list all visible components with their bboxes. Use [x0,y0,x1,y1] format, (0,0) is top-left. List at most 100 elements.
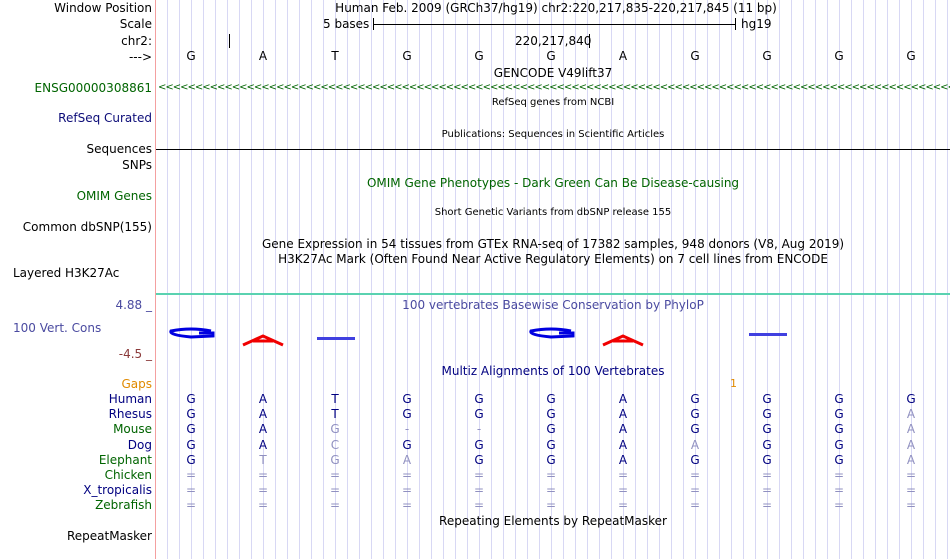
alignment-base: = [401,483,413,498]
alignment-base: = [329,468,341,482]
alignment-base: G [762,392,772,406]
alignment-base: = [257,468,269,482]
reference-base: G [834,49,844,63]
dbsnp-title: Short Genetic Variants from dbSNP releas… [434,207,672,218]
alignment-base: A [618,452,628,467]
logo-letter-G [169,327,215,339]
species-label[interactable]: Chicken [104,468,152,482]
alignment-base: = [617,468,629,482]
species-label[interactable]: Mouse [113,422,152,437]
logo-letter-A [602,334,644,347]
logo-letter-G [529,327,575,339]
alignment-base: = [257,498,269,513]
label-refseq[interactable]: RefSeq Curated [58,111,152,125]
label-omim[interactable]: OMIM Genes [76,189,152,203]
alignment-base: G [474,452,484,467]
alignment-base: A [618,407,628,422]
alignment-base: = [761,483,773,498]
alignment-base: A [258,392,268,406]
alignment-base: G [546,452,556,467]
alignment-base: G [186,437,196,452]
alignment-base: G [402,437,412,452]
alignment-base: = [905,498,917,513]
h3k27ac-title: H3K27Ac Mark (Often Found Near Active Re… [278,252,828,266]
alignment-base: A [906,452,916,467]
alignment-base: = [905,483,917,498]
alignment-base: G [834,392,844,406]
reference-base: G [690,49,700,63]
alignment-base: = [833,498,845,513]
species-label[interactable]: Dog [127,437,152,452]
multiz-title: Multiz Alignments of 100 Vertebrates [441,364,665,378]
alignment-base: A [258,407,268,422]
logo-letter-bar [317,337,355,340]
alignment-base: G [474,392,484,406]
track-separator [156,293,950,295]
alignment-base: = [617,483,629,498]
reference-base: G [402,49,412,63]
alignment-base: = [617,498,629,513]
label-gencode-gene[interactable]: ENSG00000308861 [34,81,152,95]
alignment-base: - [404,422,410,437]
label-strand[interactable]: ---> [128,50,152,64]
label-dbsnp[interactable]: Common dbSNP(155) [22,220,152,234]
reference-base: A [258,49,268,63]
alignment-base: G [834,422,844,437]
alignment-base: = [473,483,485,498]
alignment-base: = [761,468,773,482]
label-chr: chr2: [121,34,152,48]
reference-base: G [762,49,772,63]
label-cons[interactable]: 100 Vert. Cons [13,321,102,335]
alignment-base: G [762,452,772,467]
alignment-base: G [474,437,484,452]
alignment-base: = [905,468,917,482]
alignment-base: = [689,498,701,513]
alignment-base: = [185,468,197,482]
species-label[interactable]: Elephant [98,452,152,467]
label-repeatmasker[interactable]: RepeatMasker [66,529,152,543]
reference-base: G [546,49,556,63]
refseq-title: RefSeq genes from NCBI [491,97,615,108]
gencode-gene-line[interactable]: <<<<<<<<<<<<<<<<<<<<<<<<<<<<<<<<<<<<<<<<… [158,82,950,93]
alignment-base: T [331,392,339,406]
label-h3k27ac[interactable]: Layered H3K27Ac [13,266,120,280]
publications-title: Publications: Sequences in Scientific Ar… [441,129,665,140]
alignment-base: = [401,468,413,482]
alignment-base: A [258,437,268,452]
alignment-base: = [689,468,701,482]
alignment-base: G [186,452,196,467]
species-label[interactable]: Human [108,392,152,406]
alignment-base: G [546,422,556,437]
species-label[interactable]: Zebrafish [95,498,152,513]
alignment-base: G [834,407,844,422]
alignment-base: = [545,483,557,498]
alignment-base: A [618,392,628,406]
label-snps[interactable]: SNPs [122,158,152,172]
alignment-base: G [690,422,700,437]
sequences-line [156,149,950,150]
alignment-base: G [762,407,772,422]
reference-base: G [474,49,484,63]
species-label[interactable]: X_tropicalis [83,483,152,498]
alignment-base: - [476,422,482,437]
alignment-base: = [329,483,341,498]
logo-letter-A [242,334,284,347]
label-scale: Scale [119,17,152,31]
alignment-base: = [545,498,557,513]
alignment-base: G [690,452,700,467]
alignment-base: = [473,498,485,513]
alignment-base: G [402,407,412,422]
alignment-base: A [402,452,412,467]
gtex-title: Gene Expression in 54 tissues from GTEx … [261,237,845,251]
track-panel[interactable]: Human Feb. 2009 (GRCh37/hg19) chr2:220,2… [155,0,950,559]
coordinate-label: 220,217,840 [515,34,592,48]
label-sequences[interactable]: Sequences [86,142,152,156]
alignment-base: T [331,407,339,422]
alignment-base: A [906,422,916,437]
alignment-base: G [690,407,700,422]
alignment-base: G [186,407,196,422]
species-label[interactable]: Rhesus [108,407,152,422]
alignment-base: T [259,452,267,467]
alignment-base: G [474,407,484,422]
gaps-value: 1 [730,377,737,390]
